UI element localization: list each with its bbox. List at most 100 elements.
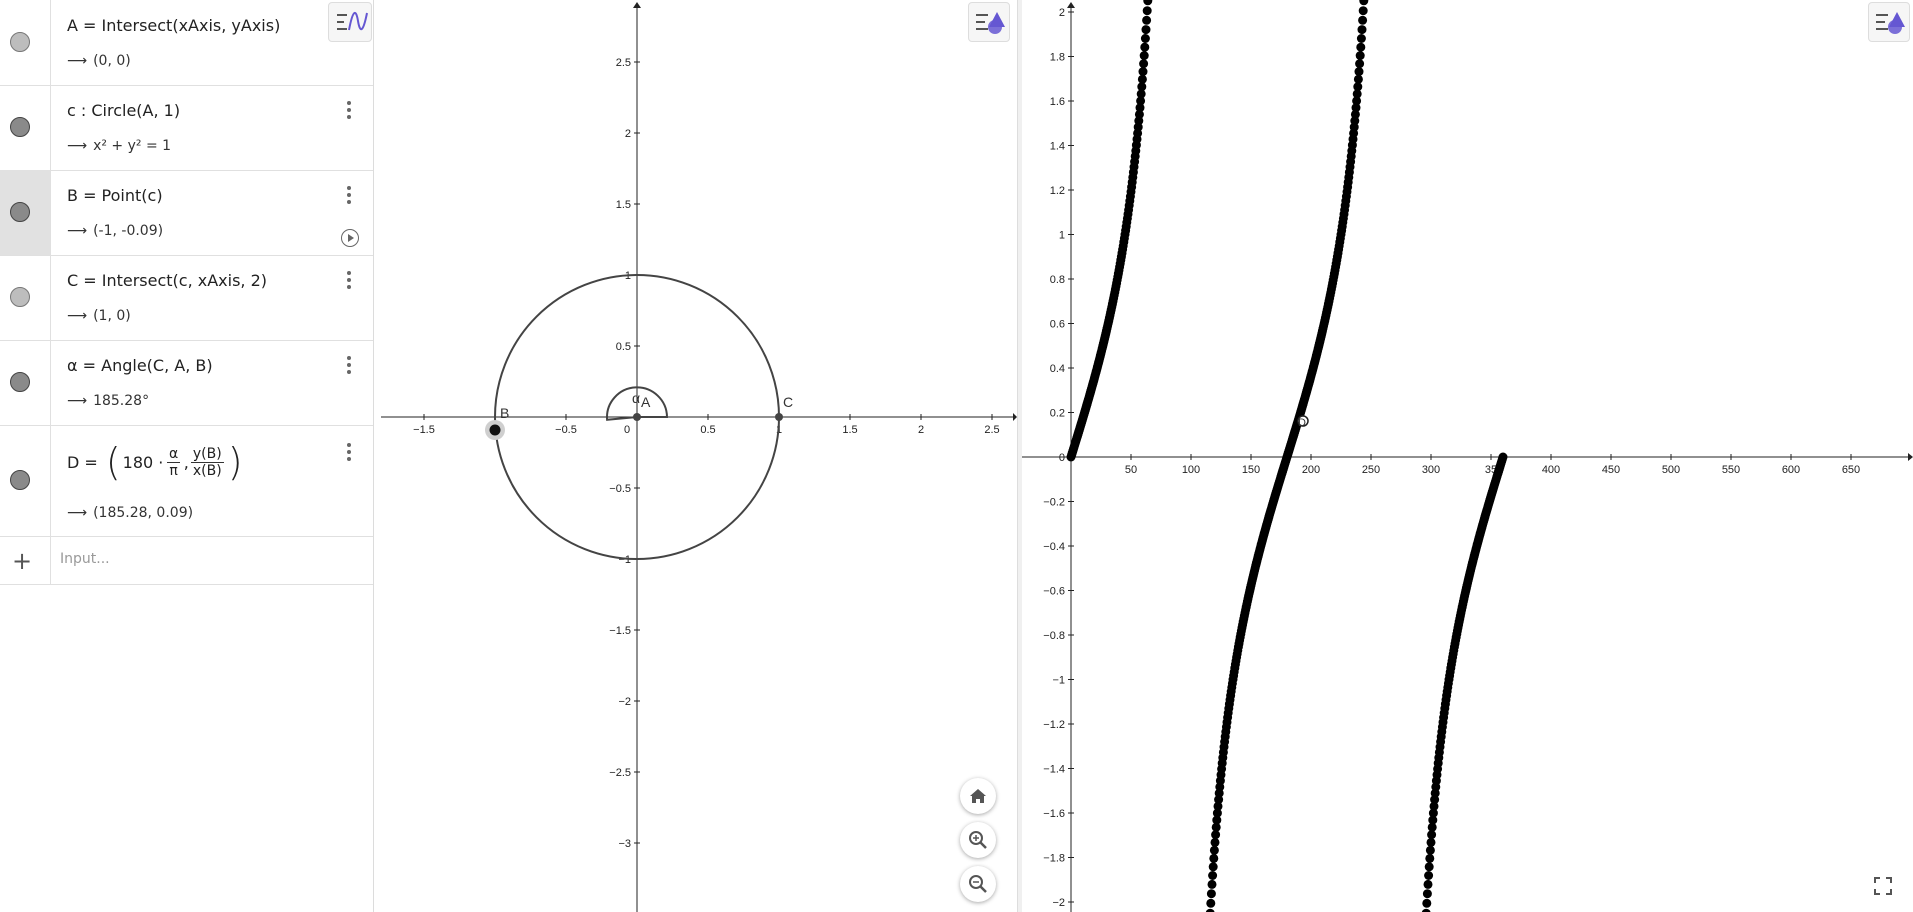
value-text: x² + y² = 1 xyxy=(93,138,172,154)
marble-column xyxy=(0,170,51,255)
point-A[interactable] xyxy=(633,413,641,421)
more-menu-icon[interactable] xyxy=(347,271,351,291)
value-text: (185.28, 0.09) xyxy=(93,505,194,521)
x-tick-label: 0.5 xyxy=(700,424,715,436)
more-menu-icon[interactable] xyxy=(347,186,351,206)
x-tick-label: 50 xyxy=(1125,464,1137,476)
algebra-row-c[interactable]: c : Circle(A, 1) ⟶x² + y² = 1 xyxy=(0,85,373,171)
trace-point xyxy=(1427,822,1437,832)
y-tick-label: −2 xyxy=(1052,897,1065,909)
trace-point xyxy=(1353,74,1363,84)
value-D: ⟶ (185.28, 0.09) xyxy=(67,505,193,521)
trace-point xyxy=(1351,103,1361,113)
graphics-2-style-bar-toggle[interactable] xyxy=(1868,2,1910,42)
y-tick-label: −1.2 xyxy=(1043,719,1065,731)
x-tick-label: 1.5 xyxy=(842,424,857,436)
trace-point xyxy=(1213,801,1223,811)
view-divider[interactable] xyxy=(1017,0,1023,912)
algebra-row-alpha[interactable]: α = Angle(C, A, B) ⟶185.28° xyxy=(0,340,373,426)
point-D[interactable] xyxy=(1297,415,1309,427)
trace-point xyxy=(1426,837,1436,847)
trace-point xyxy=(1428,815,1438,825)
y-tick-label: −1 xyxy=(618,554,631,566)
trace-point xyxy=(1136,96,1146,106)
y-tick-label: −1.5 xyxy=(609,625,631,637)
trace-point xyxy=(1137,74,1147,84)
trace-point xyxy=(1140,34,1150,43)
y-tick-label: 1.5 xyxy=(616,199,631,211)
value-text: (0, 0) xyxy=(93,53,131,69)
input-field[interactable]: Input... xyxy=(60,551,110,567)
marble-column xyxy=(0,425,51,536)
x-tick-label: 450 xyxy=(1602,464,1620,476)
y-tick-label: 0.4 xyxy=(1050,363,1065,375)
trace-point xyxy=(1142,6,1152,16)
y-tick-label: −2.5 xyxy=(609,767,631,779)
graphics-style-bar-toggle[interactable] xyxy=(968,2,1010,42)
x-tick-label: 650 xyxy=(1842,464,1860,476)
fullscreen-button[interactable] xyxy=(1871,874,1895,898)
algebra-row-D[interactable]: D = ( 180 · α π , y(B) x(B) ) ⟶ (185.28, … xyxy=(0,425,373,537)
definition-c[interactable]: c : Circle(A, 1) xyxy=(67,101,181,120)
zoom-in-icon xyxy=(969,831,987,849)
x-tick-label: 2 xyxy=(918,424,924,436)
zoom-in-button[interactable] xyxy=(960,822,996,858)
paren-close: ) xyxy=(227,440,243,484)
algebra-view: A = Intersect(xAxis, yAxis) ⟶(0, 0) c : … xyxy=(0,0,374,912)
angle-alpha[interactable] xyxy=(606,386,669,421)
zoom-out-button[interactable] xyxy=(960,866,996,902)
style-bar-icon xyxy=(976,12,1005,34)
label-alpha: α xyxy=(632,390,640,406)
visibility-toggle-A[interactable] xyxy=(10,32,30,52)
definition-A[interactable]: A = Intersect(xAxis, yAxis) xyxy=(67,16,281,35)
point-B[interactable] xyxy=(489,424,501,436)
definition-B[interactable]: B = Point(c) xyxy=(67,186,163,205)
algebra-row-B[interactable]: B = Point(c) ⟶(-1, -0.09) xyxy=(0,170,373,256)
y-tick-label: −1 xyxy=(1052,675,1065,687)
definition-factor: 180 · xyxy=(122,452,164,472)
trace-point xyxy=(1356,42,1366,52)
definition-alpha[interactable]: α = Angle(C, A, B) xyxy=(67,356,213,375)
x-tick-label: 250 xyxy=(1362,464,1380,476)
fraction-yB-xB: y(B) x(B) xyxy=(190,446,224,479)
more-menu-icon[interactable] xyxy=(347,101,351,121)
value-text: (1, 0) xyxy=(93,308,131,324)
visibility-toggle-B[interactable] xyxy=(10,202,30,222)
play-animation-icon[interactable] xyxy=(341,229,359,247)
trace-point xyxy=(1208,871,1218,880)
trace-point xyxy=(1353,82,1363,92)
plus-icon[interactable]: + xyxy=(12,547,33,575)
point-C[interactable] xyxy=(775,413,783,421)
x-axis-arrow xyxy=(1013,413,1017,421)
visibility-toggle-D[interactable] xyxy=(10,470,30,490)
x-tick-label: 500 xyxy=(1662,464,1680,476)
x-tick-label: 0 xyxy=(624,424,630,436)
visibility-toggle-c[interactable] xyxy=(10,117,30,137)
input-bar[interactable]: + Input... xyxy=(0,536,373,585)
arrow-icon: ⟶ xyxy=(67,505,88,521)
definition-C[interactable]: C = Intersect(c, xAxis, 2) xyxy=(67,271,268,290)
algebra-row-A[interactable]: A = Intersect(xAxis, yAxis) ⟶(0, 0) xyxy=(0,0,373,86)
visibility-toggle-alpha[interactable] xyxy=(10,372,30,392)
home-button[interactable] xyxy=(960,778,996,814)
more-menu-icon[interactable] xyxy=(347,443,351,463)
definition-D[interactable]: D = ( 180 · α π , y(B) x(B) ) xyxy=(67,443,243,481)
trace-point xyxy=(1134,109,1144,119)
trace-point xyxy=(1208,862,1218,872)
trace-point xyxy=(1138,67,1148,77)
algebra-style-bar-toggle[interactable] xyxy=(328,2,372,42)
label-D: D xyxy=(1298,417,1306,429)
x-tick-label: 100 xyxy=(1182,464,1200,476)
paren-open: ( xyxy=(105,440,121,484)
trace-point xyxy=(1212,808,1222,818)
y-tick-label: 1 xyxy=(1059,230,1065,242)
trace-point xyxy=(1352,96,1362,106)
visibility-toggle-C[interactable] xyxy=(10,287,30,307)
algebra-row-C[interactable]: C = Intersect(c, xAxis, 2) ⟶(1, 0) xyxy=(0,255,373,341)
trace-point xyxy=(1429,801,1439,811)
more-menu-icon[interactable] xyxy=(347,356,351,376)
